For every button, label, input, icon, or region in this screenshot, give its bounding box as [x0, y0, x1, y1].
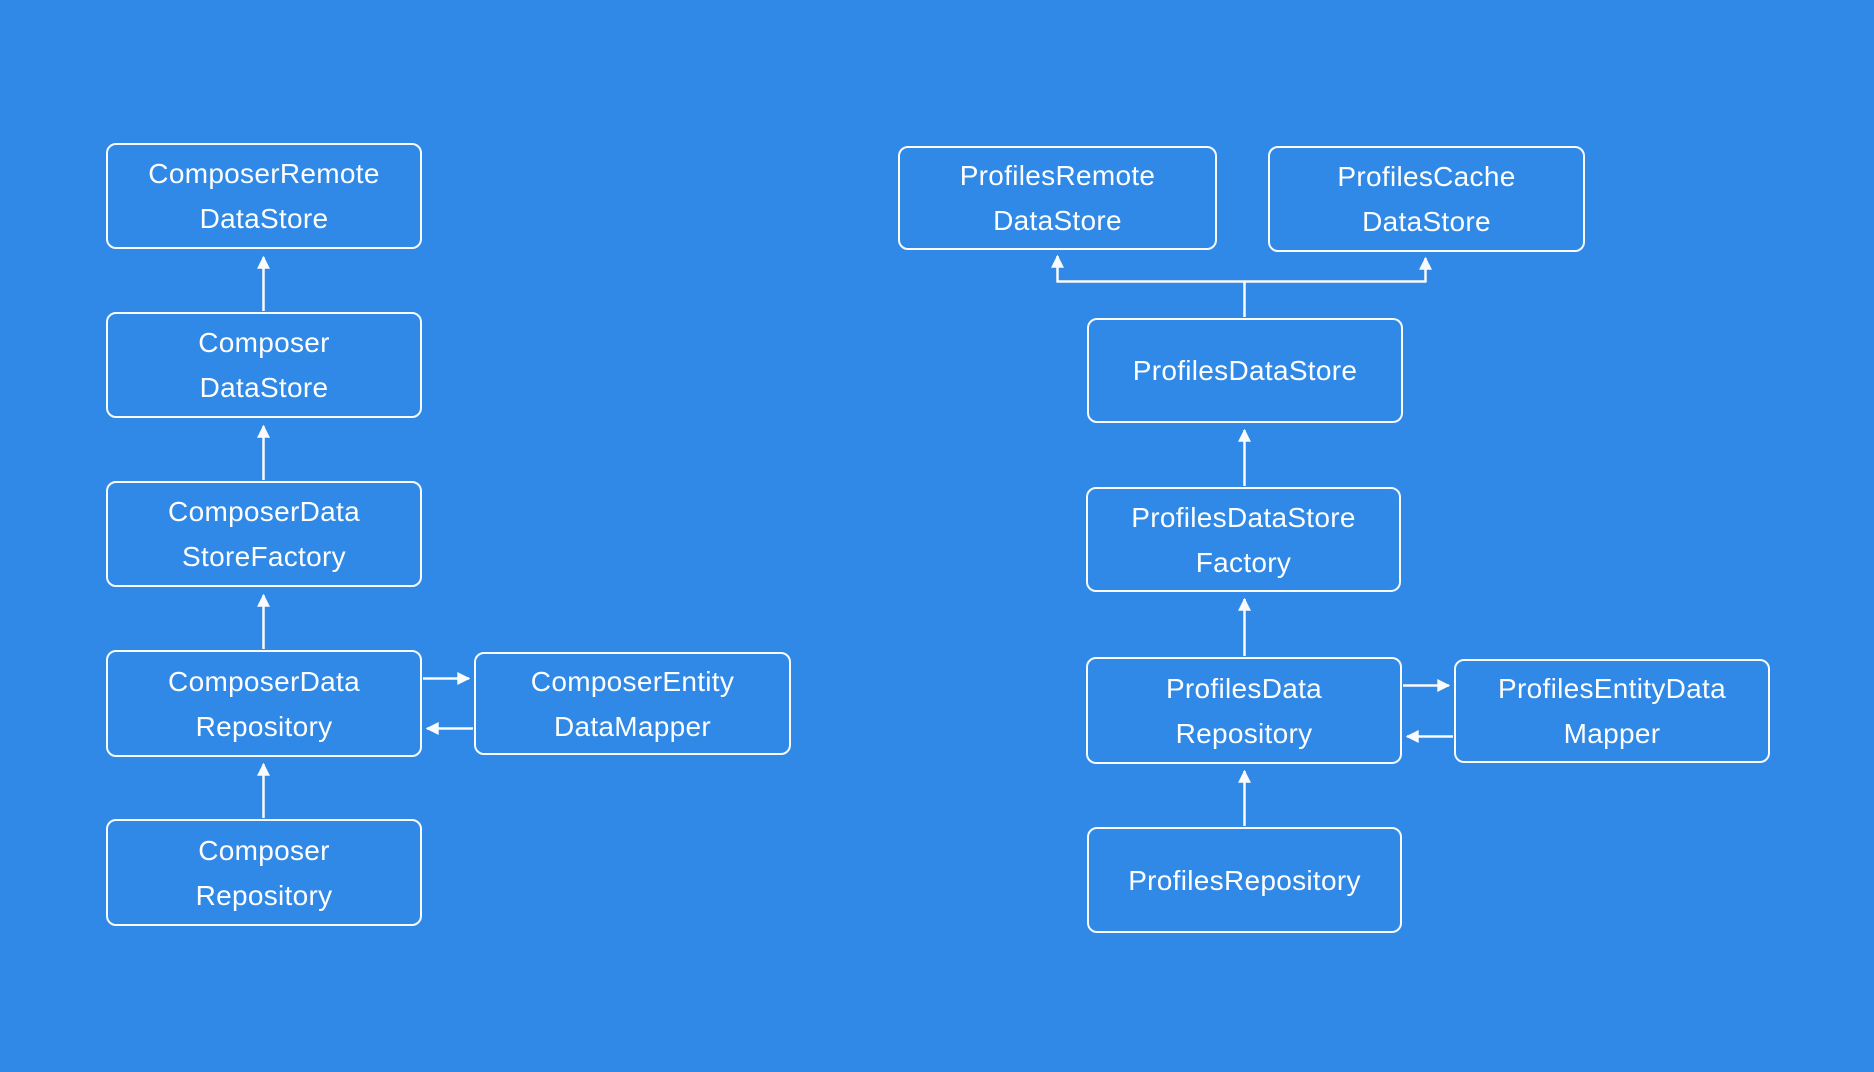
node-composer-remote-datastore: ComposerRemote DataStore [106, 143, 422, 249]
node-profiles-entity-datamapper: ProfilesEntityData Mapper [1454, 659, 1770, 763]
node-profiles-datastore: ProfilesDataStore [1087, 318, 1403, 423]
node-composer-data-repository: ComposerData Repository [106, 650, 422, 757]
node-profiles-datastore-factory: ProfilesDataStore Factory [1086, 487, 1401, 592]
node-composer-repository: Composer Repository [106, 819, 422, 926]
node-profiles-cache-datastore: ProfilesCache DataStore [1268, 146, 1585, 252]
node-composer-datastore: Composer DataStore [106, 312, 422, 418]
node-profiles-repository: ProfilesRepository [1087, 827, 1402, 933]
node-profiles-remote-datastore: ProfilesRemote DataStore [898, 146, 1217, 250]
node-composer-entity-datamapper: ComposerEntity DataMapper [474, 652, 791, 755]
node-composer-datastore-factory: ComposerData StoreFactory [106, 481, 422, 587]
node-profiles-data-repository: ProfilesData Repository [1086, 657, 1402, 764]
